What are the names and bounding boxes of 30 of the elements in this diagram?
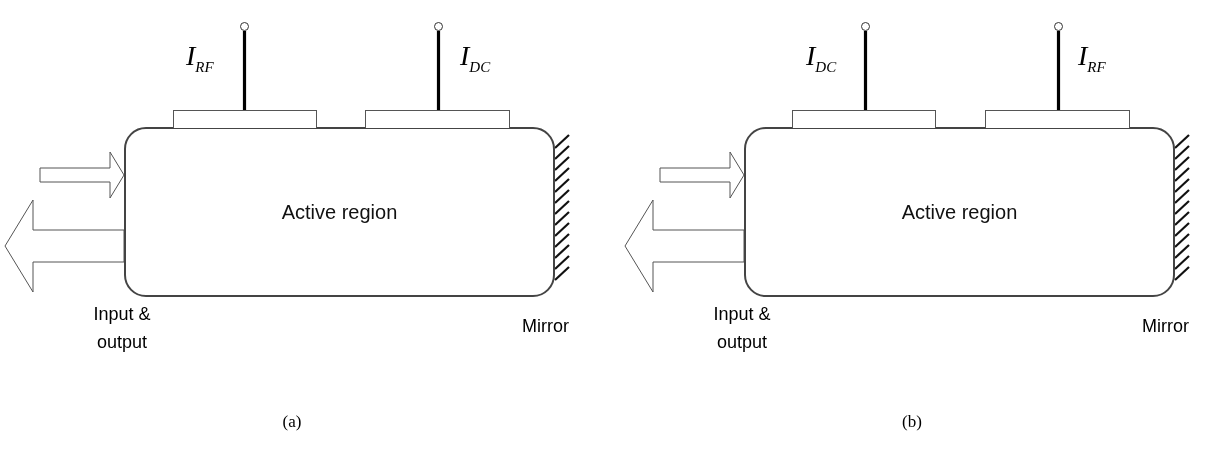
electrode-pad	[173, 110, 317, 128]
current-label: I$_{DC}$	[806, 40, 837, 76]
lead-line	[436, 31, 441, 110]
terminal-circle	[861, 22, 870, 31]
part-label: Mirror	[1142, 315, 1190, 338]
terminal-circle	[1054, 22, 1063, 31]
current-label: I$_{DC}$	[460, 40, 491, 76]
panel-caption: (b)	[901, 412, 923, 432]
lead-line	[863, 31, 868, 110]
part-label: Input & output	[712, 303, 772, 354]
input-arrow	[39, 151, 125, 199]
electrode-pad	[792, 110, 936, 128]
region-box	[744, 127, 1175, 297]
current-label: I$_{RF}$	[186, 40, 214, 76]
current-label: I$_{RF}$	[1078, 40, 1106, 76]
terminal-circle	[240, 22, 249, 31]
input-arrow	[659, 151, 745, 199]
panel-caption: (a)	[281, 412, 303, 432]
electrode-pad	[985, 110, 1130, 128]
electrode-pad	[365, 110, 510, 128]
part-label: Input & output	[92, 303, 152, 354]
region-label: Active region	[281, 200, 398, 224]
lead-line	[1056, 31, 1061, 110]
terminal-circle	[434, 22, 443, 31]
region-label: Active region	[901, 200, 1018, 224]
part-label: Mirror	[522, 315, 570, 338]
lead-line	[242, 31, 247, 110]
output-arrow	[624, 199, 745, 293]
region-box	[124, 127, 555, 297]
output-arrow	[4, 199, 125, 293]
